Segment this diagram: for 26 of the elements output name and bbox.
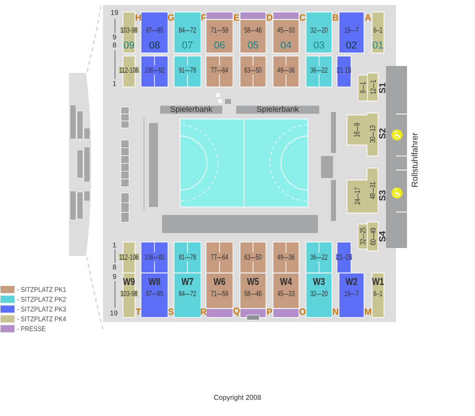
block-letter: D xyxy=(266,14,272,21)
barrier-bar xyxy=(162,215,318,233)
block-letter: R xyxy=(200,308,207,315)
press-block xyxy=(206,308,234,318)
block-letter: M xyxy=(364,308,372,315)
block-letter: G xyxy=(168,14,174,21)
block-letter: H xyxy=(136,14,141,21)
section-label: S2 xyxy=(379,128,386,139)
block-letter: T xyxy=(136,308,141,315)
block-letter: E xyxy=(234,14,240,21)
block-letter: B xyxy=(332,14,338,21)
area-label: Rollstuhlfahrer xyxy=(411,132,418,187)
block-letter: P xyxy=(267,308,272,315)
bench-bar: Spielerbank xyxy=(236,106,320,114)
section-label: S1 xyxy=(379,82,386,94)
section-label: S4 xyxy=(379,231,386,242)
block-letter: O xyxy=(299,308,306,315)
block-letter: C xyxy=(300,14,306,21)
bench-bar: Spielerbank xyxy=(160,106,222,114)
press-block xyxy=(272,308,300,318)
block-letter: S xyxy=(168,308,174,315)
block-letter: Q xyxy=(233,308,240,316)
block-letter: N xyxy=(332,308,338,315)
block-letter: F xyxy=(201,14,206,21)
block-letter: A xyxy=(364,14,371,21)
section-label: S3 xyxy=(379,190,386,201)
